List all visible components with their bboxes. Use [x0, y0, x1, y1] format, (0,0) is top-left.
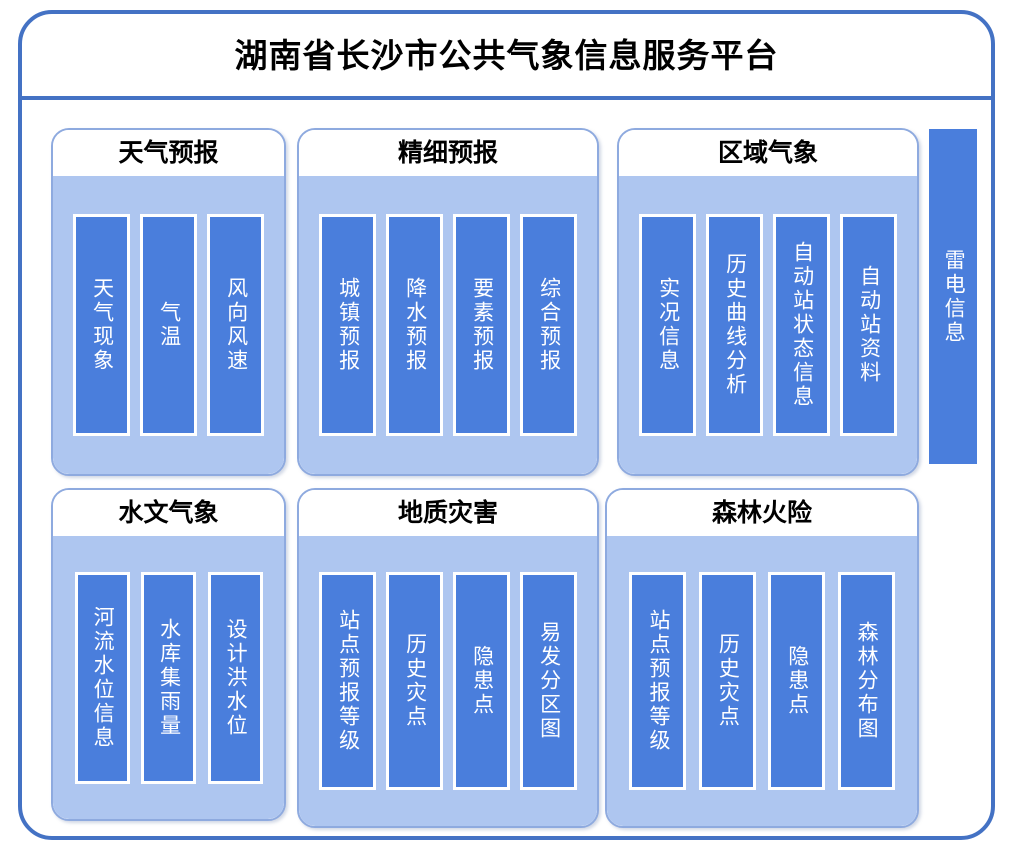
item-historical-disaster-points[interactable]: 历史灾点	[698, 572, 756, 790]
panel-header-forest-fire: 森林火险	[607, 490, 917, 536]
item-comprehensive-forecast[interactable]: 综合预报	[520, 214, 577, 436]
item-label: 自动站资料	[857, 265, 881, 385]
item-aws-status-information[interactable]: 自动站状态信息	[773, 214, 830, 436]
content-area: 天气预报 天气现象 气温 风向风速 精细预报 城镇预报	[22, 100, 991, 836]
item-susceptibility-zoning-map[interactable]: 易发分区图	[520, 572, 577, 790]
panel-title-geo-hazard: 地质灾害	[397, 498, 498, 527]
item-wind-direction-speed[interactable]: 风向风速	[207, 214, 264, 436]
item-hidden-danger-points[interactable]: 隐患点	[453, 572, 510, 790]
item-town-forecast[interactable]: 城镇预报	[319, 214, 376, 436]
panel-body-hydro-met: 河流水位信息 水库集雨量 设计洪水位	[53, 536, 284, 819]
panel-hydro-met[interactable]: 水文气象 河流水位信息 水库集雨量 设计洪水位	[51, 488, 286, 821]
item-label: 降水预报	[403, 277, 427, 373]
item-forest-distribution-map[interactable]: 森林分布图	[837, 572, 895, 790]
item-label: 隐患点	[785, 645, 809, 717]
item-aws-data[interactable]: 自动站资料	[840, 214, 897, 436]
item-weather-phenomenon[interactable]: 天气现象	[73, 214, 130, 436]
item-history-curve-analysis[interactable]: 历史曲线分析	[706, 214, 763, 436]
panel-header-weather-forecast: 天气预报	[53, 130, 284, 176]
item-temperature[interactable]: 气温	[140, 214, 197, 436]
item-river-water-level-information[interactable]: 河流水位信息	[74, 571, 130, 784]
item-label: 易发分区图	[537, 621, 561, 741]
item-label: 站点预报等级	[646, 609, 670, 753]
item-label: 河流水位信息	[91, 605, 115, 750]
panel-header-hydro-met: 水文气象	[53, 490, 284, 536]
item-label: 要素预报	[470, 277, 494, 373]
panel-regional-met[interactable]: 区域气象 实况信息 历史曲线分析 自动站状态信息 自动站资料	[617, 128, 919, 476]
panel-title-hydro-met: 水文气象	[118, 498, 219, 527]
panel-header-fine-forecast: 精细预报	[299, 130, 597, 176]
item-label: 气温	[157, 301, 181, 349]
item-label: 森林分布图	[855, 621, 879, 741]
platform-frame: 湖南省长沙市公共气象信息服务平台 天气预报 天气现象 气温 风向风速 精	[18, 10, 995, 840]
platform-title-bar: 湖南省长沙市公共气象信息服务平台	[22, 14, 991, 100]
item-station-forecast-level[interactable]: 站点预报等级	[629, 572, 687, 790]
panel-title-weather-forecast: 天气预报	[118, 138, 219, 167]
panel-body-fine-forecast: 城镇预报 降水预报 要素预报 综合预报	[299, 176, 597, 474]
item-label: 历史灾点	[403, 633, 427, 729]
item-label: 水库集雨量	[157, 617, 181, 738]
item-label: 站点预报等级	[336, 609, 360, 753]
item-label: 综合预报	[537, 277, 561, 373]
item-label: 天气现象	[90, 277, 114, 373]
panel-body-regional-met: 实况信息 历史曲线分析 自动站状态信息 自动站资料	[619, 176, 917, 474]
item-live-information[interactable]: 实况信息	[639, 214, 696, 436]
panel-geo-hazard[interactable]: 地质灾害 站点预报等级 历史灾点 隐患点 易发分区图	[297, 488, 599, 828]
item-label: 风向风速	[224, 277, 248, 373]
item-station-forecast-level[interactable]: 站点预报等级	[319, 572, 376, 790]
item-label: 自动站状态信息	[790, 241, 814, 409]
item-label: 历史曲线分析	[723, 253, 747, 397]
page-title: 湖南省长沙市公共气象信息服务平台	[234, 36, 779, 74]
item-lightning-information[interactable]: 雷电信息	[929, 129, 977, 464]
item-label: 实况信息	[656, 277, 680, 373]
panel-title-fine-forecast: 精细预报	[397, 138, 498, 167]
item-reservoir-rainfall[interactable]: 水库集雨量	[141, 571, 196, 784]
item-label: 隐患点	[470, 645, 494, 717]
item-precipitation-forecast[interactable]: 降水预报	[386, 214, 443, 436]
panel-body-weather-forecast: 天气现象 气温 风向风速	[53, 176, 284, 474]
item-label: 雷电信息	[942, 248, 966, 345]
panel-weather-forecast[interactable]: 天气预报 天气现象 气温 风向风速	[51, 128, 286, 476]
panel-header-geo-hazard: 地质灾害	[299, 490, 597, 536]
item-label: 城镇预报	[336, 277, 360, 373]
panel-forest-fire[interactable]: 森林火险 站点预报等级 历史灾点 隐患点 森林分布图	[605, 488, 919, 828]
panel-title-regional-met: 区域气象	[717, 138, 818, 167]
item-design-flood-level[interactable]: 设计洪水位	[207, 571, 263, 784]
item-element-forecast[interactable]: 要素预报	[453, 214, 510, 436]
panel-body-geo-hazard: 站点预报等级 历史灾点 隐患点 易发分区图	[299, 536, 597, 826]
item-label: 历史灾点	[716, 633, 740, 729]
item-label: 设计洪水位	[224, 617, 248, 738]
panel-fine-forecast[interactable]: 精细预报 城镇预报 降水预报 要素预报 综合预报	[297, 128, 599, 476]
item-historical-disaster-points[interactable]: 历史灾点	[386, 572, 443, 790]
panel-header-regional-met: 区域气象	[619, 130, 917, 176]
panel-title-forest-fire: 森林火险	[711, 498, 812, 527]
panel-body-forest-fire: 站点预报等级 历史灾点 隐患点 森林分布图	[607, 536, 917, 826]
item-hidden-danger-points[interactable]: 隐患点	[768, 572, 826, 790]
